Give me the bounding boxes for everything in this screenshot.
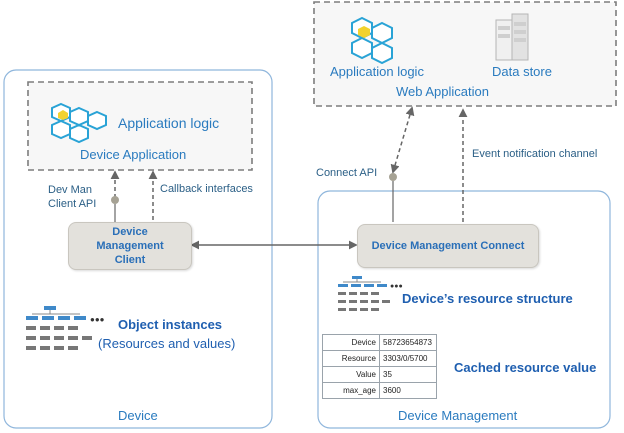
- dev-man-client-api-label: Dev Man Client API: [48, 184, 97, 210]
- web-app-logic-label: Application logic: [330, 64, 424, 79]
- web-application-title: Web Application: [396, 84, 489, 99]
- data-store-label: Data store: [492, 64, 552, 79]
- device-application-title: Device Application: [80, 147, 187, 162]
- event-channel-label: Event notification channel: [472, 148, 598, 160]
- object-instances-label: Object instances: [118, 317, 223, 332]
- device-management-client-box: Device Management Client: [68, 222, 192, 270]
- svg-text:●●●: ●●●: [390, 283, 403, 290]
- device-app-logic-icon: [51, 102, 107, 144]
- app-logic-icon: [351, 16, 393, 65]
- device-management-title: Device Management: [398, 408, 518, 423]
- device-application-box: [27, 81, 253, 171]
- cached-value-label: Cached resource value: [454, 360, 597, 375]
- resource-structure-label: Device’s resource structure: [402, 291, 573, 306]
- device-title: Device: [118, 408, 158, 423]
- device-management-connect-box: Device Management Connect: [357, 224, 539, 268]
- svg-text:●●●: ●●●: [90, 315, 105, 324]
- object-instances-sub-label: (Resources and values): [98, 336, 236, 351]
- data-store-icon: [495, 13, 529, 61]
- device-app-logic-label: Application logic: [118, 115, 220, 131]
- connect-api-arrow: [390, 106, 415, 174]
- connect-api-label: Connect API: [316, 167, 378, 179]
- callback-interfaces-label: Callback interfaces: [160, 183, 253, 195]
- object-tree-icon: ●●●: [26, 306, 105, 350]
- resource-tree-icon: ●●●: [338, 276, 403, 311]
